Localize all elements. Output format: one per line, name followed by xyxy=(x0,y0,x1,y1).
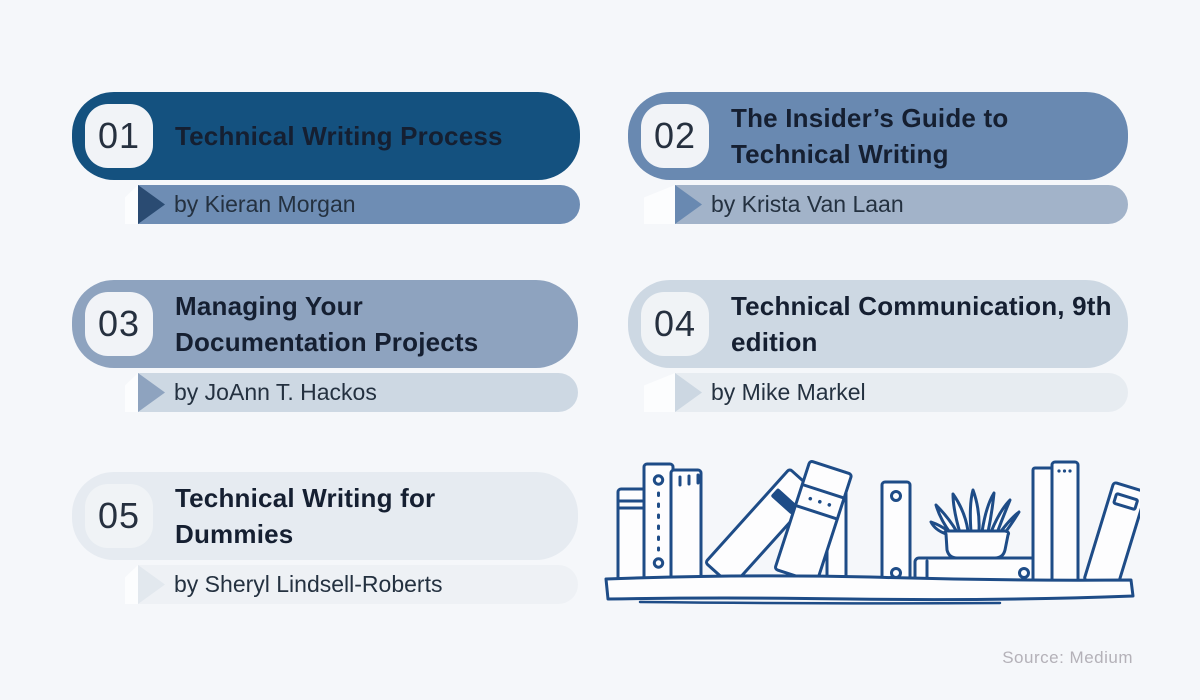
author-ribbon: by Sheryl Lindsell-Roberts xyxy=(138,565,578,604)
book-pill: 01 Technical Writing Process xyxy=(72,92,580,180)
triangle-arrow-icon xyxy=(138,373,165,412)
source-credit: Source: Medium xyxy=(1002,648,1133,667)
rank-number: 04 xyxy=(653,303,697,344)
triangle-arrow-icon xyxy=(675,373,702,412)
author-name: by JoAnn T. Hackos xyxy=(174,379,377,405)
author-name: by Krista Van Laan xyxy=(711,191,904,217)
rank-badge: 04 xyxy=(641,292,709,356)
book-pill: 02 The Insider’s Guide to Technical Writ… xyxy=(628,92,1128,180)
rank-number: 02 xyxy=(653,115,697,156)
book-pill: 05 Technical Writing for Dummies xyxy=(72,472,578,560)
book-list-item: 05 Technical Writing for Dummies by Sher… xyxy=(72,472,578,604)
bookshelf-illustration xyxy=(604,460,1140,605)
rank-badge: 05 xyxy=(85,484,153,548)
rank-badge: 01 xyxy=(85,104,153,168)
book-title: Technical Writing for Dummies xyxy=(175,483,436,549)
author-ribbon: by JoAnn T. Hackos xyxy=(138,373,578,412)
book-title: Technical Communication, 9th edition xyxy=(731,291,1112,357)
author-ribbon: by Kieran Morgan xyxy=(138,185,580,224)
book-title: The Insider’s Guide to Technical Writing xyxy=(731,103,1009,169)
author-name: by Mike Markel xyxy=(711,379,866,405)
book-list-item: 03 Managing Your Documentation Projects … xyxy=(72,280,578,412)
triangle-arrow-icon xyxy=(138,185,165,224)
author-ribbon: by Mike Markel xyxy=(675,373,1128,412)
book-list-item: 01 Technical Writing Process by Kieran M… xyxy=(72,92,580,224)
author-ribbon: by Krista Van Laan xyxy=(675,185,1128,224)
triangle-arrow-icon xyxy=(675,185,702,224)
book-pill: 03 Managing Your Documentation Projects xyxy=(72,280,578,368)
rank-number: 03 xyxy=(97,303,141,344)
book-title: Managing Your Documentation Projects xyxy=(175,291,479,357)
book-list-item: 02 The Insider’s Guide to Technical Writ… xyxy=(628,92,1128,224)
author-name: by Kieran Morgan xyxy=(174,191,356,217)
book-pill: 04 Technical Communication, 9th edition xyxy=(628,280,1128,368)
rank-number: 05 xyxy=(97,495,141,536)
rank-number: 01 xyxy=(97,115,141,156)
book-title: Technical Writing Process xyxy=(175,121,503,151)
rank-badge: 03 xyxy=(85,292,153,356)
triangle-arrow-icon xyxy=(138,565,165,604)
book-list-item: 04 Technical Communication, 9th edition … xyxy=(628,280,1128,412)
author-name: by Sheryl Lindsell-Roberts xyxy=(174,571,443,597)
rank-badge: 02 xyxy=(641,104,709,168)
